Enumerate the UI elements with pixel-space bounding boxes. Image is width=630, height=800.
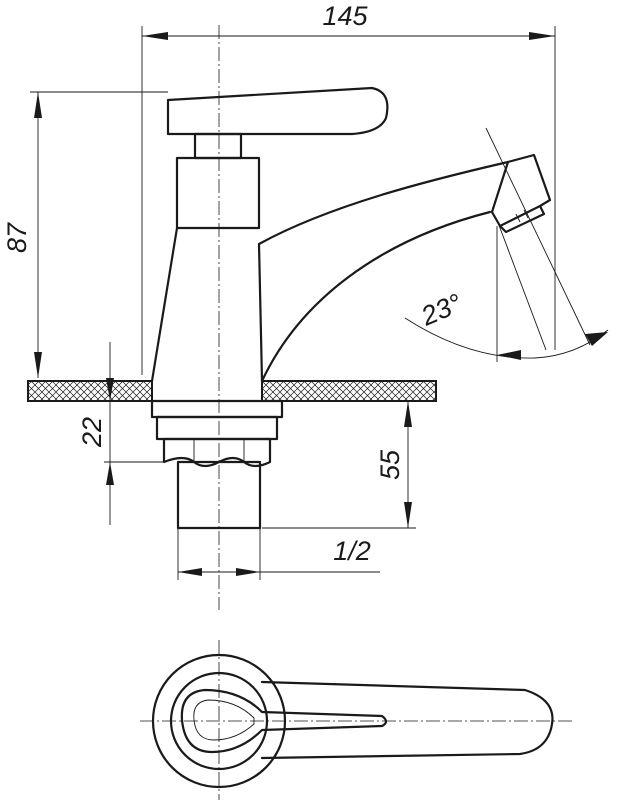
flange-washer — [150, 399, 284, 419]
mounting-assembly — [150, 399, 284, 530]
aerator — [490, 153, 552, 234]
lever-top-outline — [260, 680, 554, 760]
height-dimension: 87 — [2, 91, 168, 378]
shank-dimension-label: 55 — [375, 449, 405, 480]
width-dimension: 145 — [141, 1, 556, 375]
shank-dimension: 55 — [262, 400, 416, 529]
thread-size-label: 1/2 — [333, 536, 371, 566]
lever-handle — [166, 86, 389, 136]
body-ring — [169, 671, 269, 771]
thread-dimension-label: 22 — [77, 417, 107, 448]
faucet-body — [150, 86, 552, 383]
height-dimension-label: 87 — [2, 222, 32, 253]
countertop-section — [27, 380, 437, 402]
valve-stem — [193, 132, 243, 160]
width-dimension-label: 145 — [322, 1, 368, 31]
valve-headpiece — [175, 156, 261, 230]
thread-size-dimension: 1/2 — [177, 528, 380, 580]
spout — [150, 160, 510, 383]
lever-hub — [180, 688, 388, 754]
threaded-section — [155, 415, 279, 441]
top-view — [140, 640, 572, 800]
shank — [176, 460, 262, 530]
base-escutcheon — [151, 653, 287, 789]
lever-hub-inner — [193, 699, 255, 741]
thread-dimension: 22 — [77, 342, 166, 525]
angle-dimension-label: 23° — [416, 288, 466, 332]
